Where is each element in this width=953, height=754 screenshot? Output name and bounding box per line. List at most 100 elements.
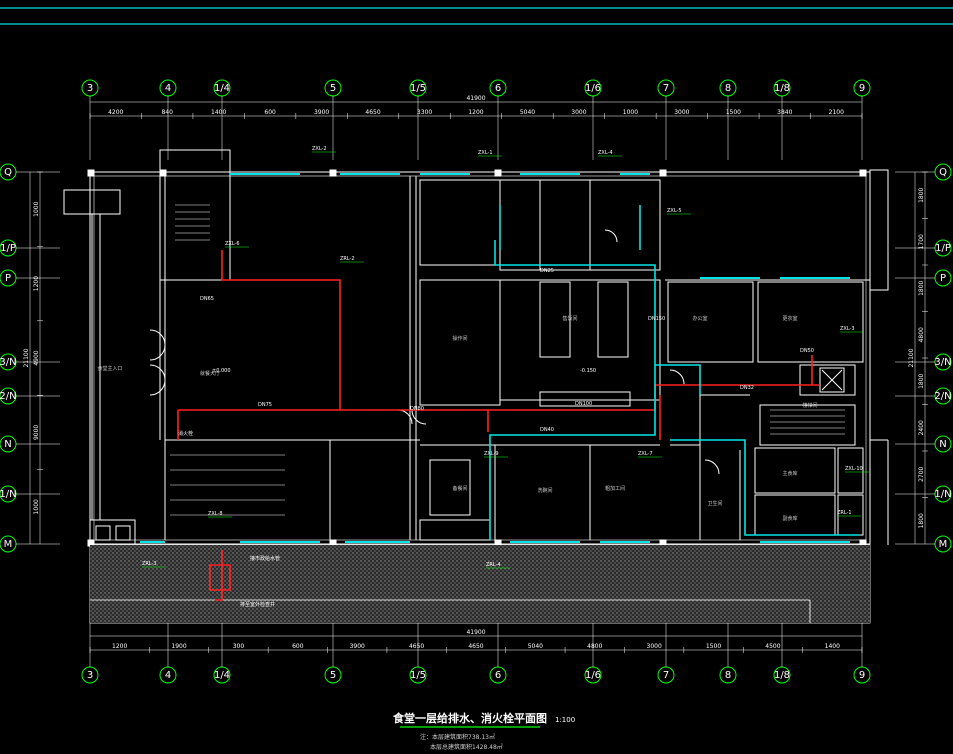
- dim-bottom-seg-11: 4500: [765, 643, 780, 650]
- pipe-tag-text-3: ZXL-5: [667, 208, 682, 214]
- grid-row-right-1-label: 1/P: [935, 243, 951, 254]
- pipe-tag-text-12: ZRL-3: [142, 561, 157, 567]
- dim-bottom-seg-6: 4650: [468, 643, 483, 650]
- dim-bottom-seg-4: 3900: [350, 643, 365, 650]
- pipe-size-8: DN40: [540, 427, 554, 433]
- grid-col-bottom-10-label: 9: [859, 670, 865, 681]
- grid-row-right-0: Q: [934, 163, 952, 181]
- pipe-tag-0: ZXL-2: [312, 146, 336, 153]
- dim-bottom-seg-2: 300: [233, 643, 245, 650]
- grid-col-top-6-label: 1/6: [585, 83, 601, 94]
- dim-top-seg-9: 3000: [571, 109, 586, 116]
- grid-col-top-10: 9: [853, 79, 871, 97]
- grid-row-left-0: Q: [0, 163, 17, 181]
- room-label-8: 副食库: [782, 515, 797, 522]
- grid-axis-right: Q1/PP3/N2/NN1/NM: [895, 163, 952, 553]
- pipe-tag-9: ZXL-10: [845, 466, 869, 473]
- dim-bottom-seg-10: 1500: [706, 643, 721, 650]
- pipe-size-5: DN100: [575, 401, 592, 407]
- drawing-title-block: 食堂一层给排水、消火栓平面图 1:100 注：本层建筑面积738.13㎡ 本层总…: [393, 711, 575, 751]
- dim-bottom-seg-3: 600: [292, 643, 304, 650]
- grid-row-left-2-label: P: [5, 273, 11, 284]
- room-label-3: 售饭间: [562, 315, 577, 322]
- grid-col-top-4: 1/5: [409, 79, 427, 97]
- grid-col-top-9-label: 1/8: [774, 83, 790, 94]
- dim-left-seg-4: 1000: [33, 499, 40, 514]
- dim-top-seg-5: 4650: [365, 109, 380, 116]
- grid-row-right-5: N: [934, 435, 952, 453]
- grid-row-left-3-label: 3/N: [0, 357, 17, 368]
- dim-right-seg-4: 1800: [918, 373, 925, 388]
- pipe-tag-text-11: ZRL-2: [340, 256, 355, 262]
- pipe-tag-text-8: ZXL-9: [484, 451, 499, 457]
- grid-col-bottom-9: 1/8: [773, 666, 791, 684]
- pipe-size-0: DN25: [540, 268, 554, 274]
- grid-col-top-0-label: 3: [87, 83, 93, 94]
- grid-col-bottom-0: 3: [81, 666, 99, 684]
- dim-right-seg-3: 4800: [918, 327, 925, 342]
- grid-axis-left: Q 1/P P 3/N 2/N N 1/N M: [0, 163, 60, 553]
- dim-bottom-seg-7: 5040: [528, 643, 543, 650]
- pipe-tag-text-10: ZRL-1: [837, 510, 852, 516]
- grid-row-left-6-label: 1/N: [0, 489, 17, 500]
- annotation-3: 接市政给水管: [250, 555, 280, 562]
- grid-row-left-7-label: M: [4, 539, 13, 550]
- dim-top-seg-2: 1400: [211, 109, 226, 116]
- grid-row-right-5-label: N: [939, 439, 946, 450]
- room-label-10: 楼梯间: [802, 402, 817, 409]
- grid-row-right-2-label: P: [940, 273, 946, 284]
- grid-row-right-4-label: 2/N: [934, 391, 951, 402]
- building-walls: [63, 149, 889, 547]
- annotation-0: ±0.000: [212, 368, 231, 374]
- dim-right-seg-6: 2700: [918, 466, 925, 481]
- dim-top-seg-3: 600: [264, 109, 276, 116]
- grid-col-top-7-label: 7: [663, 83, 669, 94]
- dim-right-seg-2: 1800: [918, 280, 925, 295]
- grid-col-top-6: 1/6: [584, 79, 602, 97]
- grid-row-left-1: 1/P: [0, 239, 17, 257]
- dim-top-seg-13: 3840: [777, 109, 792, 116]
- pipe-tag-text-0: ZXL-2: [312, 146, 327, 152]
- dim-left-seg-1: 1200: [33, 276, 40, 291]
- dim-right-seg-7: 1800: [918, 513, 925, 528]
- grid-col-top-5: 6: [489, 79, 507, 97]
- dim-bottom-seg-8: 4800: [587, 643, 602, 650]
- annotation-1: -0.150: [580, 368, 596, 374]
- grid-col-bottom-6: 1/6: [584, 666, 602, 684]
- grid-row-left-5-label: N: [4, 439, 11, 450]
- dim-bottom-seg-12: 1400: [825, 643, 840, 650]
- room-label-4: 备餐间: [452, 485, 467, 492]
- dim-top-seg-0: 4200: [108, 109, 123, 116]
- grid-col-bottom-4: 1/5: [409, 666, 427, 684]
- grid-col-bottom-5-label: 6: [495, 670, 501, 681]
- pipe-tag-text-2: ZXL-4: [598, 150, 613, 156]
- pipe-tag-text-9: ZXL-10: [845, 466, 863, 472]
- grid-col-top-2-label: 1/4: [214, 83, 230, 94]
- grid-col-top-8-label: 8: [725, 83, 731, 94]
- room-label-0: 食堂主入口: [97, 365, 122, 372]
- dim-top-seg-8: 5040: [520, 109, 535, 116]
- pipe-tag-6: ZXL-7: [638, 451, 662, 458]
- pipe-tag-7: ZXL-8: [208, 511, 232, 518]
- dim-top-seg-11: 3000: [674, 109, 689, 116]
- room-label-9: 办公室: [692, 315, 707, 322]
- drawing-title: 食堂一层给排水、消火栓平面图: [393, 711, 547, 725]
- annotation-2: 消火栓: [178, 430, 193, 437]
- grid-col-bottom-3-label: 5: [330, 670, 336, 681]
- grid-col-top-0: 3: [81, 79, 99, 97]
- pipe-tag-4: ZXL-3: [840, 326, 864, 333]
- pipe-tag-text-7: ZXL-8: [208, 511, 223, 517]
- grid-row-left-3: 3/N: [0, 353, 17, 371]
- grid-col-bottom-6-label: 1/6: [585, 670, 601, 681]
- pipe-tag-text-4: ZXL-3: [840, 326, 855, 332]
- dim-top-seg-6: 3300: [417, 109, 432, 116]
- grid-row-left-4: 2/N: [0, 387, 17, 405]
- dim-right-seg-0: 1800: [918, 187, 925, 202]
- grid-col-bottom-8-label: 8: [725, 670, 731, 681]
- room-labels: 食堂主入口就餐大厅操作间售饭间备餐间洗碗间更衣室主食库副食库办公室楼梯间卫生间粗…: [97, 315, 817, 522]
- dim-bottom-seg-5: 4650: [409, 643, 424, 650]
- pipe-tag-5: ZXL-6: [225, 241, 249, 248]
- grid-col-top-1: 4: [159, 79, 177, 97]
